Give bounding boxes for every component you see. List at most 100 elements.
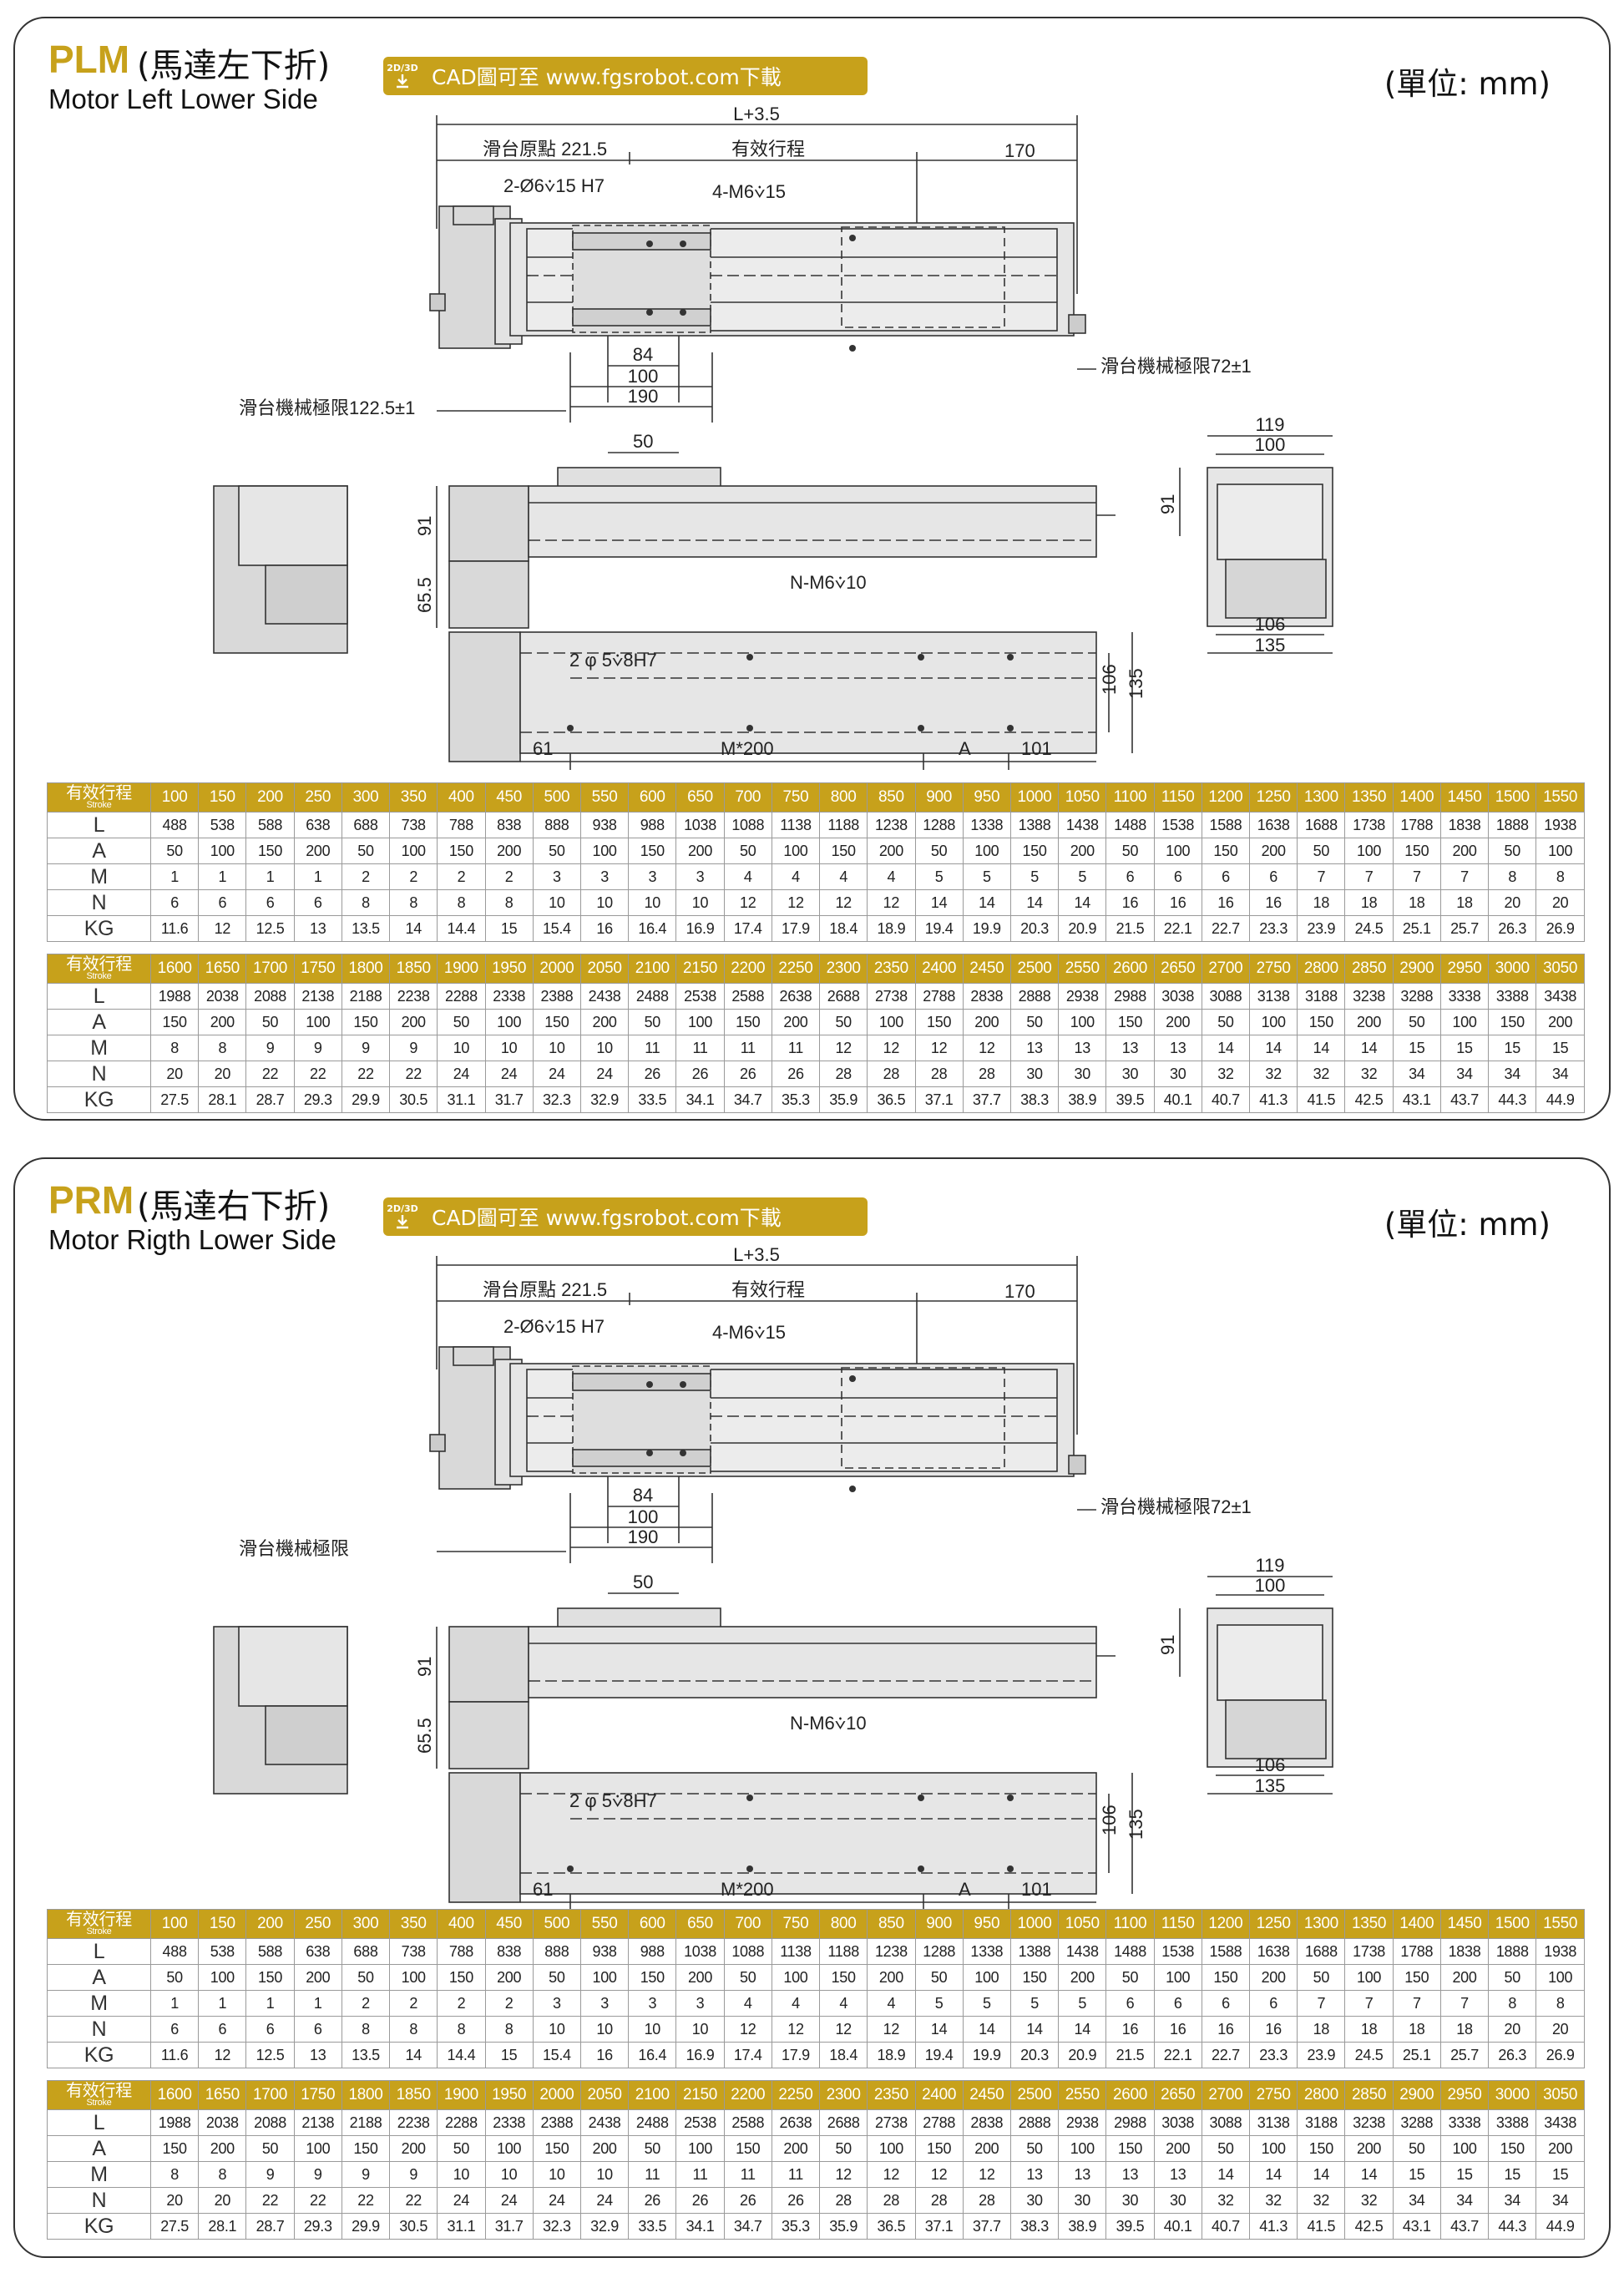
table-cell: 44.9 (1535, 1086, 1585, 1113)
dim-pin2: 2 φ 5⩒8H7 (569, 650, 657, 671)
table-cell: 2588 (723, 983, 772, 1010)
table-cell: 24.5 (1344, 2042, 1394, 2068)
table-cell: 5 (962, 863, 1011, 890)
stroke-cell: 1800 (341, 954, 391, 984)
table-cell: 9 (293, 1035, 342, 1061)
table-cell: 32 (1249, 2187, 1298, 2214)
table-cell: 50 (532, 1964, 581, 1991)
stroke-cell: 2450 (962, 2080, 1011, 2110)
table-cell: 200 (1344, 2135, 1394, 2162)
table-cell: 1588 (1201, 1938, 1251, 1965)
dim-100b: 100 (1255, 1575, 1286, 1596)
table-cell: 100 (867, 2135, 916, 2162)
table-cell: 14 (1297, 1035, 1346, 1061)
stroke-cell: 2650 (1153, 954, 1202, 984)
cad-download-text[interactable]: CAD圖可至 www.fgsrobot.com下載 (432, 65, 782, 89)
table-cell: 6 (1105, 863, 1155, 890)
table-cell: 30 (1009, 2187, 1060, 2214)
table-cell: 1138 (771, 812, 821, 838)
table-cell: 38.9 (1058, 1086, 1107, 1113)
dim-106: 106 (1255, 614, 1286, 635)
table-cell: 2888 (1009, 983, 1060, 1010)
table-cell: 32 (1344, 1061, 1394, 1087)
table-cell: 50 (1009, 2135, 1060, 2162)
table-cell: 50 (914, 838, 964, 864)
table-cell: 37.7 (962, 2213, 1011, 2240)
model-code: PRM (48, 1178, 134, 1222)
dim-pin: 2-Ø6⩒15 H7 (503, 1316, 605, 1337)
table-cell: 1488 (1105, 1938, 1155, 1965)
table-cell: 14 (389, 2042, 438, 2068)
table-cell: 12 (867, 2016, 916, 2043)
table-cell: 15.4 (532, 2042, 581, 2068)
row-label: KG (47, 1086, 151, 1113)
table-cell: 12 (819, 2161, 868, 2188)
stroke-cell: 1550 (1535, 1909, 1585, 1939)
table-cell: 488 (149, 1938, 200, 1965)
table-cell: 10 (579, 2016, 630, 2043)
table-cell: 1938 (1535, 812, 1585, 838)
table-cell: 31.7 (484, 2213, 534, 2240)
table-cell: 40.1 (1153, 2213, 1202, 2240)
row-label: M (47, 863, 151, 890)
table-cell: 32.3 (532, 1086, 581, 1113)
stroke-cell: 850 (867, 782, 916, 813)
stroke-cell: 3050 (1535, 954, 1585, 984)
table-cell: 28.7 (245, 2213, 295, 2240)
stroke-cell: 400 (437, 1909, 486, 1939)
stroke-cell: 500 (532, 782, 581, 813)
table-cell: 11 (628, 1035, 677, 1061)
table-cell: 3388 (1488, 983, 1537, 1010)
table-cell: 6 (293, 2016, 342, 2043)
table-cell: 200 (675, 1964, 725, 1991)
stroke-cell: 900 (914, 782, 964, 813)
table-cell: 6 (198, 2016, 247, 2043)
table-cell: 20.9 (1058, 2042, 1107, 2068)
cad-download-banner[interactable]: 2D/3D CAD圖可至 www.fgsrobot.com下載 (383, 57, 868, 95)
table-cell: 50 (245, 1009, 295, 1035)
table-cell: 13 (1058, 1035, 1107, 1061)
table-cell: 2 (437, 1990, 486, 2017)
table-cell: 200 (484, 838, 534, 864)
table-cell: 1938 (1535, 1938, 1585, 1965)
stroke-cell: 600 (628, 782, 677, 813)
table-cell: 2088 (245, 983, 295, 1010)
table-cell: 150 (723, 2135, 772, 2162)
table-cell: 200 (867, 1964, 916, 1991)
table-cell: 17.9 (771, 915, 821, 942)
table-cell: 15 (1488, 2161, 1537, 2188)
table-cell: 4 (867, 1990, 916, 2017)
table-cell: 5 (1058, 1990, 1107, 2017)
row-label: N (47, 889, 151, 916)
unit-label: (單位: mm) (1384, 66, 1551, 102)
stroke-cell: 2800 (1297, 954, 1346, 984)
table-cell: 150 (628, 838, 677, 864)
row-label: A (47, 2135, 151, 2162)
table-cell: 100 (962, 1964, 1011, 1991)
dim-135: 135 (1255, 635, 1286, 656)
stroke-cell: 1450 (1439, 782, 1490, 813)
dim-total: L+3.5 (733, 1244, 780, 1265)
table-cell: 32 (1249, 1061, 1298, 1087)
table-cell: 7 (1344, 863, 1394, 890)
table-cell: 14 (1009, 889, 1060, 916)
table-cell: 3188 (1297, 2109, 1346, 2136)
table-cell: 12 (771, 2016, 821, 2043)
stroke-cell: 150 (198, 1909, 247, 1939)
table-cell: 23.3 (1249, 2042, 1298, 2068)
table-cell: 13 (1009, 2161, 1060, 2188)
dim-65: 65.5 (414, 577, 435, 613)
table-cell: 150 (437, 838, 486, 864)
table-cell: 8 (437, 2016, 486, 2043)
cad-download-text[interactable]: CAD圖可至 www.fgsrobot.com下載 (432, 1206, 782, 1230)
table-cell: 19.9 (962, 2042, 1011, 2068)
table-cell: 13 (293, 915, 342, 942)
table-cell: 28 (819, 1061, 868, 1087)
table-cell: 50 (1105, 1964, 1155, 1991)
cad-download-banner[interactable]: 2D/3D CAD圖可至 www.fgsrobot.com下載 (383, 1197, 868, 1236)
stroke-cell: 1550 (1535, 782, 1585, 813)
table-cell: 30 (1105, 2187, 1155, 2214)
table-cell: 18 (1297, 2016, 1346, 2043)
table-cell: 11 (675, 1035, 725, 1061)
stroke-cell: 600 (628, 1909, 677, 1939)
